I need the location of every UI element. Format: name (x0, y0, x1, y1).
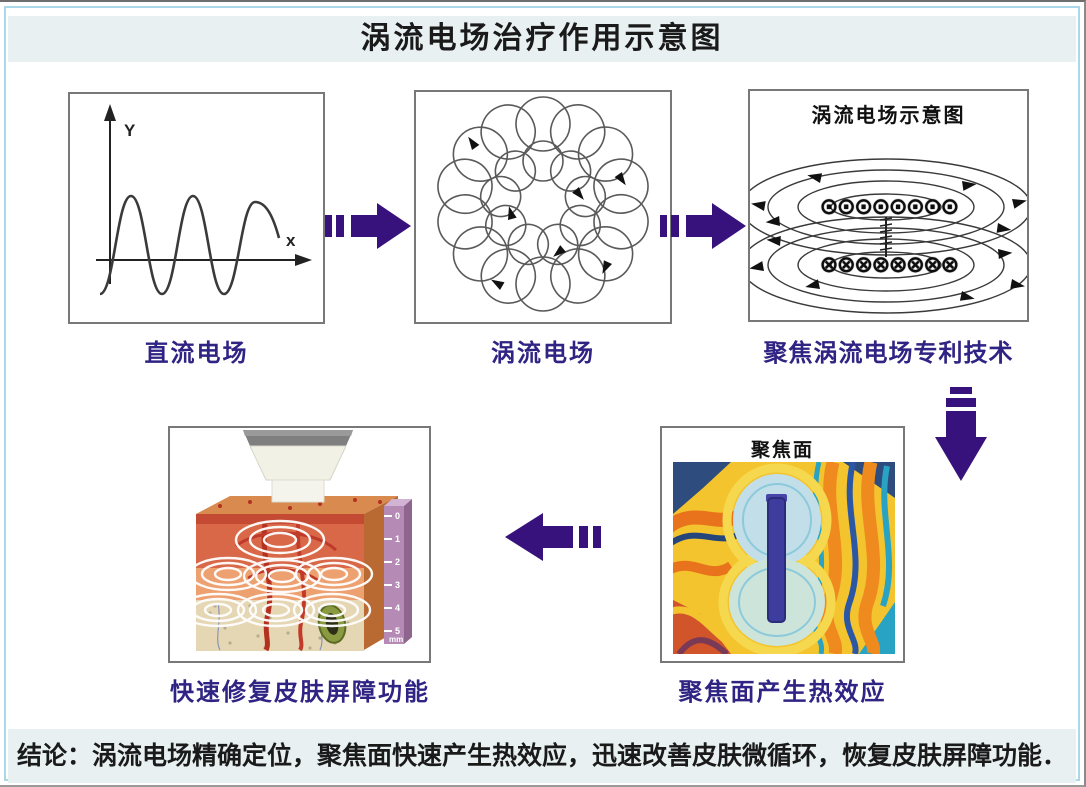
handpiece-applicator (243, 430, 353, 503)
panel-dc-field: Y x (68, 92, 325, 324)
caption-thermal-focus: 聚焦面产生热效应 (678, 679, 887, 706)
field-lines-drawing (750, 158, 1027, 314)
eddy-loops-drawing (431, 95, 655, 313)
probe-bar (767, 497, 786, 623)
center-hatch-connector (879, 217, 893, 257)
ruler-tick-label: 2 (395, 557, 400, 567)
sine-curve (99, 194, 281, 296)
skin-top-face (196, 496, 398, 514)
x-axis-label: x (286, 231, 296, 250)
focus-panel-title: 涡流电场示意图 (811, 105, 966, 127)
eddy-ripple-rings (178, 519, 374, 628)
conclusion-text: 结论：涡流电场精确定位，聚焦面快速产生热效应，迅速改善皮肤微循环，恢复皮肤屏障功… (16, 742, 1067, 770)
outer-loop-ring (431, 95, 655, 313)
footer-band: 结论：涡流电场精确定位，聚焦面快速产生热效应，迅速改善皮肤微循环，恢复皮肤屏障功… (8, 729, 1076, 783)
header-band: 涡流电场治疗作用示意图 (8, 16, 1076, 62)
ruler-tick-label: 4 (395, 603, 400, 613)
ruler-tick-label: 0 (395, 511, 400, 521)
ruler-tick-label: 5 (395, 626, 400, 636)
x-axis-arrowhead (295, 254, 312, 266)
flow-arrow-down-icon (933, 387, 989, 483)
caption-dc-field: 直流电场 (144, 340, 249, 367)
ruler-tick-label: 1 (395, 534, 400, 544)
depth-ruler: 0 1 2 3 4 5 mm (384, 499, 412, 644)
flow-arrow-left-icon (505, 510, 611, 564)
sine-wave-graph: Y x (96, 104, 312, 296)
panel-eddy-field (414, 90, 672, 324)
y-axis-label: Y (124, 121, 136, 140)
thermal-panel-title: 聚焦面 (750, 440, 814, 461)
panel-skin-repair: 0 1 2 3 4 5 mm (168, 426, 431, 663)
panel-focus-field: 涡流电场示意图 (748, 89, 1029, 322)
page-title: 涡流电场治疗作用示意图 (360, 22, 724, 55)
y-axis-arrowhead (104, 104, 116, 121)
flow-arrow-right-icon (325, 200, 411, 252)
ruler-unit-label: mm (389, 635, 403, 644)
panel-thermal-focus: 聚焦面 (660, 426, 905, 663)
flow-arrow-right-icon (660, 200, 746, 252)
caption-focus-field: 聚焦涡流电场专利技术 (763, 340, 1014, 367)
ruler-tick-label: 3 (395, 580, 400, 590)
thermal-simulation-image (673, 462, 895, 654)
top-face-speckles (218, 498, 382, 510)
coil-current-out-row: ⊙⊙⊙⊙⊙⊙⊙⊙ (819, 193, 959, 219)
caption-skin-repair: 快速修复皮肤屏障功能 (170, 679, 430, 706)
caption-eddy-field: 涡流电场 (491, 340, 595, 367)
coil-current-in-row: ⊗⊗⊗⊗⊗⊗⊗⊗ (819, 251, 959, 277)
skin-block-illustration: 0 1 2 3 4 5 mm (178, 430, 412, 652)
